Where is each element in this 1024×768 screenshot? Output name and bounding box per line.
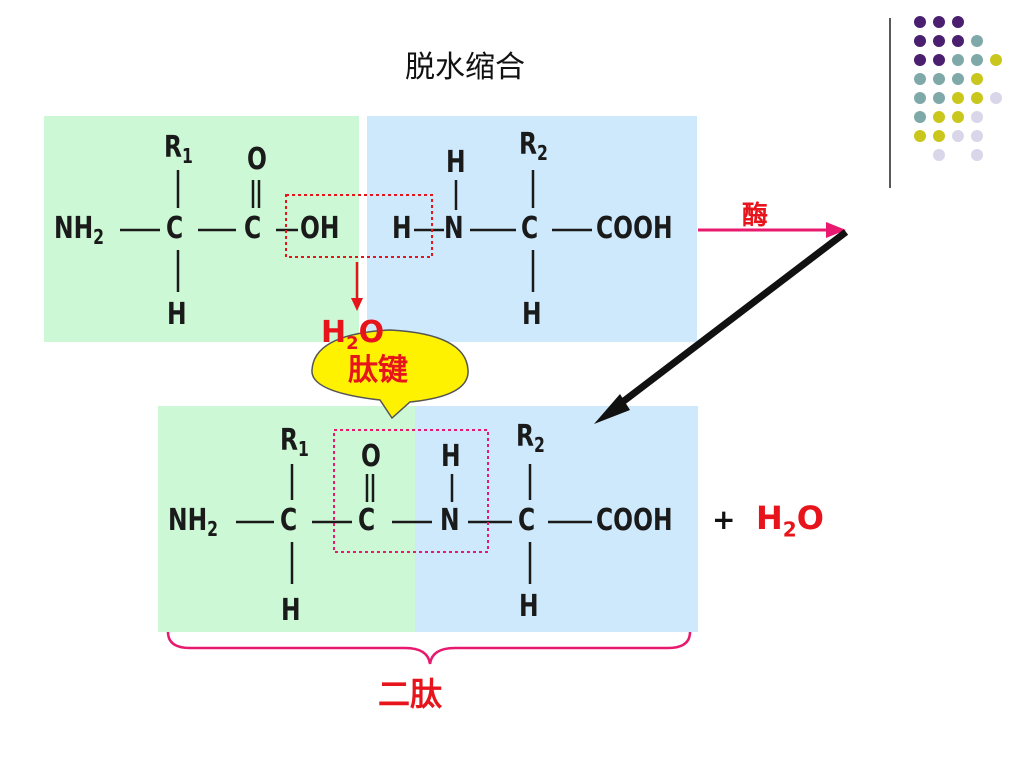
product-amine: NH2 <box>168 503 219 541</box>
product-hydrogen-2: H <box>519 589 539 624</box>
product-hydrogen-1: H <box>281 593 301 628</box>
reactant-1-alpha-carbon: C <box>166 211 184 246</box>
reactant-1-bonds <box>120 170 298 292</box>
reactant-2-carboxyl: COOH <box>596 211 673 246</box>
reactant-2-r-group: R2 <box>519 127 548 165</box>
reactant-2-hydrogen: H <box>522 297 542 332</box>
product-carbonyl-o: O <box>361 439 381 474</box>
product-r2: R2 <box>516 419 545 457</box>
byproduct-water: H2O <box>756 499 824 542</box>
reactant-2-nitrogen: N <box>444 211 464 246</box>
reactant-2-alpha-carbon: C <box>521 211 539 246</box>
product-bonds <box>236 464 592 584</box>
reactant-1-hydrogen: H <box>167 297 187 332</box>
product-brace <box>166 631 692 665</box>
product-carbonyl-carbon: C <box>358 503 376 538</box>
enzyme-arrow <box>698 222 846 238</box>
product-left-panel <box>158 406 415 632</box>
product-carboxyl: COOH <box>596 503 673 538</box>
water-removal-box <box>285 194 433 258</box>
water-released-label: H2O <box>321 315 385 354</box>
reactant-1-carbonyl-carbon: C <box>244 211 262 246</box>
callout-bubble <box>311 329 469 420</box>
product-amide-h: H <box>441 439 461 474</box>
plus-sign: + <box>712 503 736 536</box>
reactant-2-amine-h-top: H <box>446 145 466 180</box>
reactant-1-carbonyl-o: O <box>247 142 267 177</box>
peptide-bond-label: 肽键 <box>348 353 408 388</box>
reactant-2-bonds <box>414 170 592 292</box>
dot-grid <box>914 16 1002 161</box>
product-r1: R1 <box>280 423 309 461</box>
enzyme-label: 酶 <box>742 201 769 231</box>
reactant-1-r-group: R1 <box>164 130 193 168</box>
reactant-1-hydroxyl: OH <box>300 211 340 246</box>
water-out-arrow <box>351 262 363 311</box>
reactant-1-amine: NH2 <box>54 211 105 249</box>
reactant-2-amine-h-left: H <box>392 211 412 246</box>
product-right-panel <box>415 406 698 632</box>
slide-title: 脱水缩合 <box>405 50 525 85</box>
product-nitrogen: N <box>440 503 460 538</box>
product-alpha-carbon-2: C <box>518 503 536 538</box>
dipeptide-label: 二肽 <box>378 675 443 713</box>
reaction-arrow <box>594 229 849 424</box>
product-alpha-carbon-1: C <box>280 503 298 538</box>
